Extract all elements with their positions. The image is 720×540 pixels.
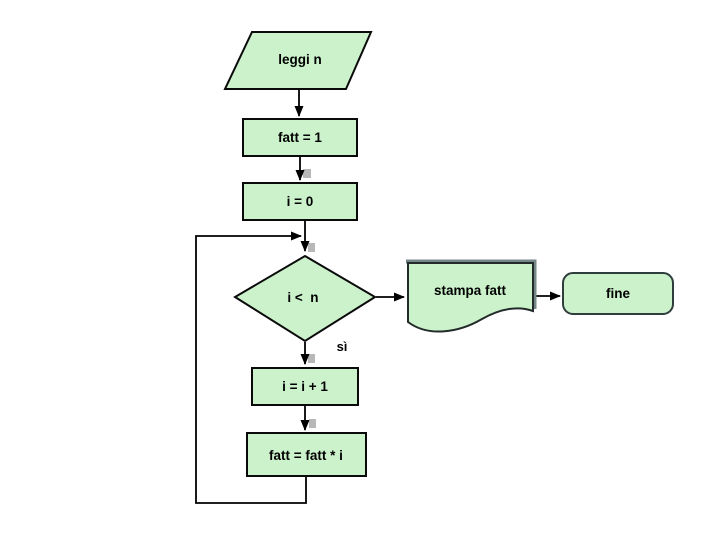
- node-init-fatt: fatt = 1: [242, 118, 358, 157]
- node-end-label: fine: [606, 286, 630, 301]
- node-multiply: fatt = fatt * i: [246, 432, 367, 477]
- edge-label-yes: sì: [337, 339, 348, 354]
- node-increment: i = i + 1: [251, 367, 359, 406]
- arrowhead-shadow: [309, 419, 316, 428]
- decision-diamond-shape: [233, 254, 377, 343]
- arrowhead-shadow: [308, 354, 315, 363]
- document-shape-fill: [408, 263, 533, 332]
- arrowhead-shadow: [303, 169, 311, 178]
- process-rect-shape: [242, 118, 358, 157]
- node-init-i: i = 0: [242, 182, 358, 221]
- node-print: stampa fatt: [406, 259, 537, 333]
- node-multiply-label: fatt = fatt * i: [269, 448, 343, 463]
- node-condition-label: i < n: [287, 290, 318, 305]
- arrowhead-shadow: [308, 243, 315, 252]
- document-shape-outline: [407, 262, 534, 333]
- process-rect-shape: [251, 367, 359, 406]
- node-init-i-label: i = 0: [287, 194, 314, 209]
- node-print-label: stampa fatt: [434, 283, 507, 298]
- node-condition: i < n: [233, 254, 377, 343]
- document-shape-shadow: [406, 259, 537, 309]
- process-rect-shape: [242, 182, 358, 221]
- node-read-n-label: leggi n: [278, 52, 322, 67]
- process-rect-shape: [246, 432, 367, 477]
- node-increment-label: i = i + 1: [282, 379, 328, 394]
- terminator-shape: [562, 272, 674, 315]
- node-init-fatt-label: fatt = 1: [278, 130, 322, 145]
- parallelogram-shape: [223, 31, 373, 90]
- node-read-n: leggi n: [223, 31, 373, 90]
- node-end: fine: [562, 272, 674, 315]
- edge-loop-back: [195, 231, 307, 504]
